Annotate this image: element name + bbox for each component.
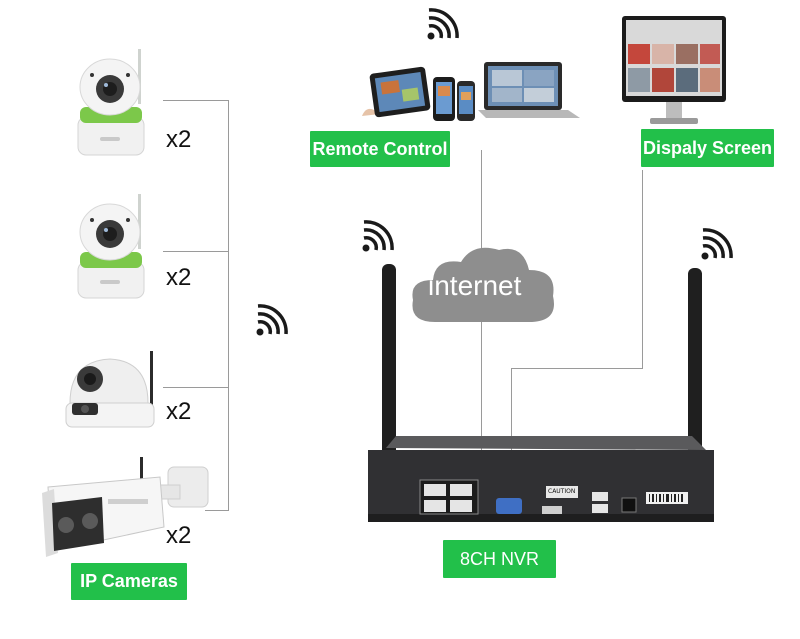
cloud-icon — [412, 247, 554, 322]
display-to-nvr-horizontal — [511, 368, 643, 369]
dome-camera — [65, 351, 155, 428]
camera3-connector — [163, 387, 229, 388]
tablet-icon — [362, 66, 431, 118]
nvr-label: 8CH NVR — [443, 540, 556, 578]
monitor-icon — [622, 16, 726, 124]
camera-bus-vertical — [228, 100, 229, 510]
camera-3-quantity: x2 — [166, 398, 192, 425]
camera-4-quantity: x2 — [166, 522, 192, 549]
remote-control-label: Remote Control — [310, 131, 450, 167]
display-to-nvr-drop — [511, 368, 512, 500]
ip-cameras-label: IP Cameras — [71, 563, 187, 600]
camera2-connector — [163, 251, 229, 252]
wifi-icon — [362, 220, 394, 252]
camera-2-quantity: x2 — [166, 264, 192, 291]
laptop-icon — [478, 62, 580, 118]
phone-icon — [457, 81, 475, 121]
pan-tilt-camera-2 — [77, 194, 145, 299]
display-to-nvr-vertical — [642, 170, 643, 368]
bullet-camera — [42, 457, 209, 557]
pan-tilt-camera-1 — [77, 49, 145, 156]
remote-to-nvr-line — [481, 150, 482, 495]
camera1-connector — [163, 100, 229, 101]
camera4-connector — [205, 510, 229, 511]
wifi-icon — [427, 8, 459, 40]
phone-icon — [433, 77, 455, 121]
wifi-icon — [701, 228, 733, 260]
display-screen-label: Dispaly Screen — [641, 129, 774, 167]
wifi-icon — [256, 304, 288, 336]
caution-label: CAUTION — [548, 488, 576, 495]
nvr-device — [368, 264, 714, 522]
camera-1-quantity: x2 — [166, 126, 192, 153]
internet-label: internet — [428, 270, 522, 301]
